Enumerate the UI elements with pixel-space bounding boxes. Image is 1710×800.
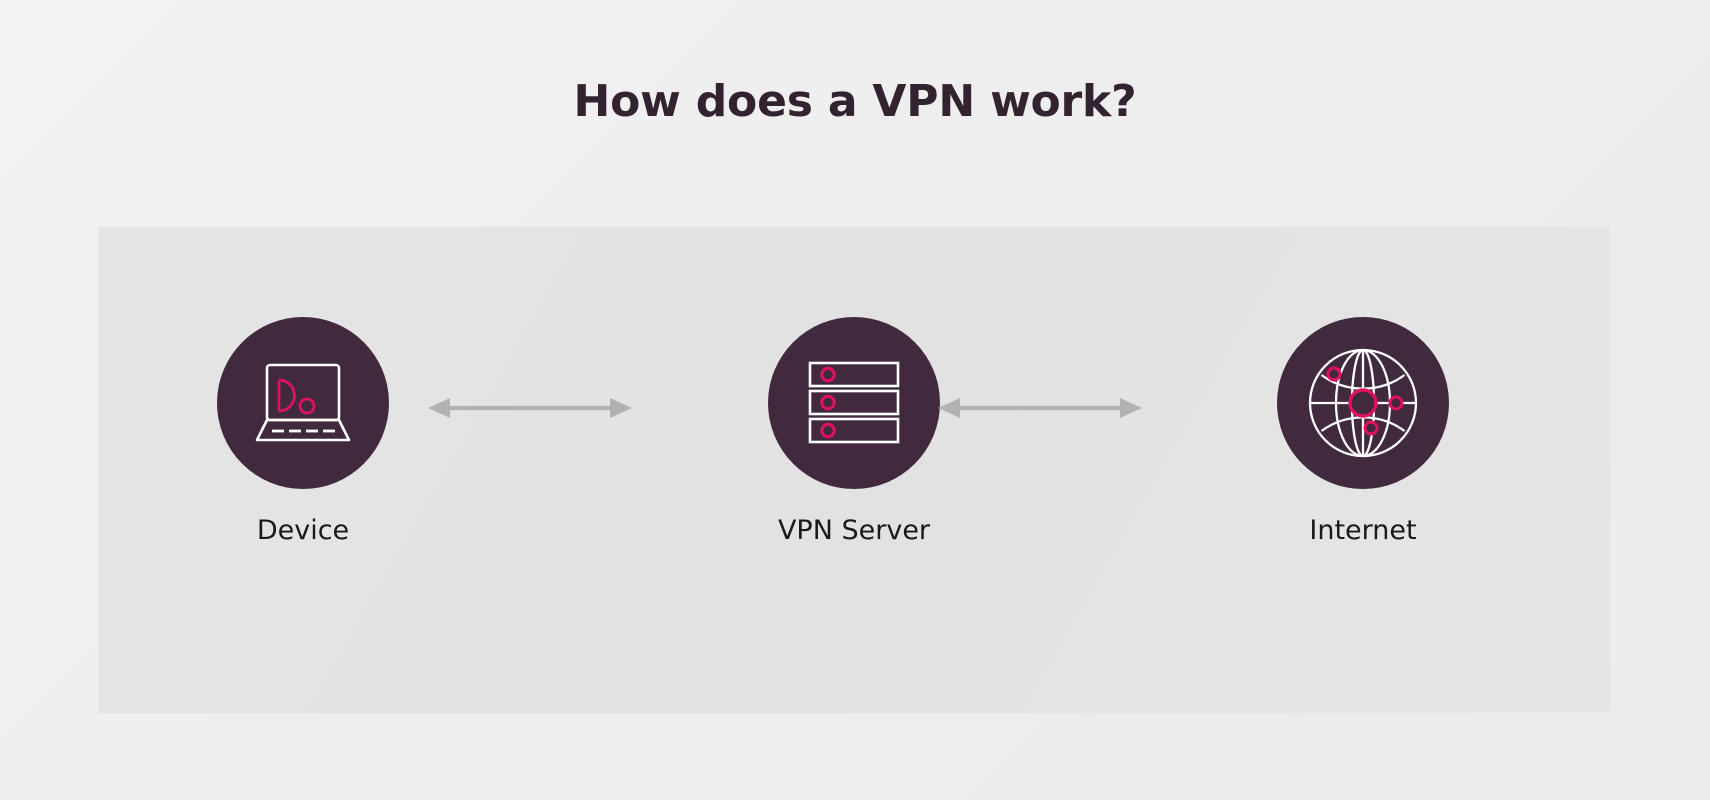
node-vpn-server-label: VPN Server xyxy=(777,515,931,546)
double-arrow-icon xyxy=(938,398,1142,418)
node-device-disc xyxy=(217,317,389,489)
connector-server-to-internet xyxy=(938,393,1142,423)
node-device-label: Device xyxy=(256,515,350,546)
node-vpn-server[interactable]: VPN Server xyxy=(729,317,979,546)
double-arrow-icon xyxy=(428,398,632,418)
node-internet-label: Internet xyxy=(1309,515,1417,546)
globe-icon xyxy=(1308,348,1418,458)
node-internet-disc xyxy=(1277,317,1449,489)
connector-device-to-server xyxy=(428,393,632,423)
page-title: How does a VPN work? xyxy=(573,76,1137,127)
node-vpn-server-disc xyxy=(768,317,940,489)
node-device[interactable]: Device xyxy=(178,317,428,546)
diagram-nodes-layer: Device VPN Server xyxy=(98,227,1610,713)
laptop-icon xyxy=(255,363,351,442)
node-internet[interactable]: Internet xyxy=(1238,317,1488,546)
server-rack-icon xyxy=(808,361,900,444)
